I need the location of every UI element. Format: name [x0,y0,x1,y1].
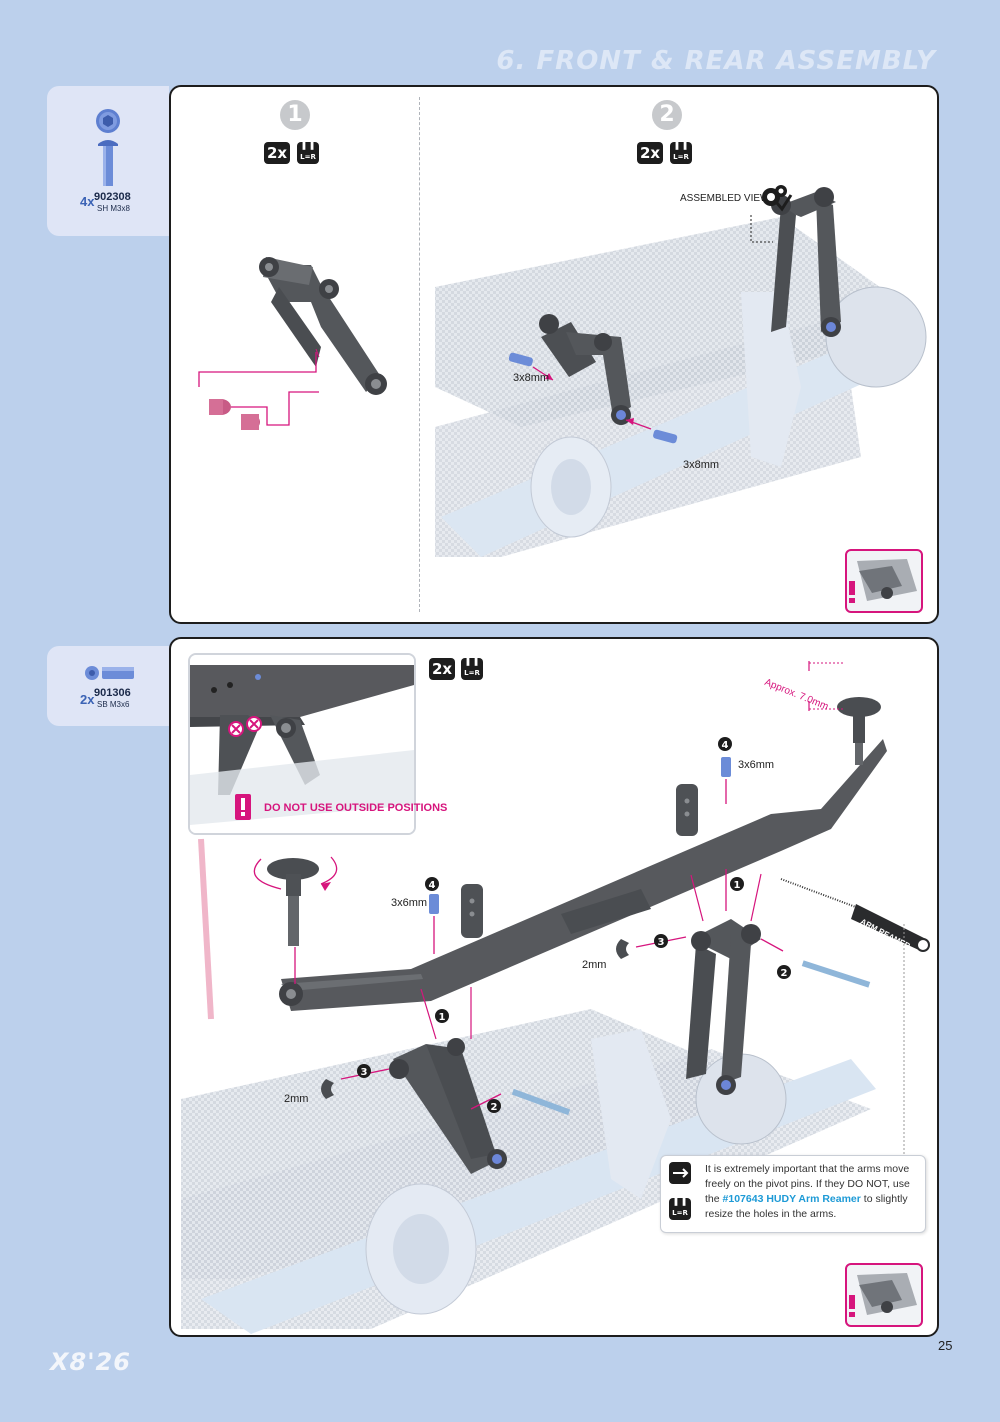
screw-size-label: 3x8mm [513,372,550,384]
svg-text:4: 4 [722,740,729,751]
parts-qty: 4x [80,194,95,209]
step2-drawing [435,187,927,557]
note-box: ▌▐L=R It is extremely important that the… [660,1155,926,1233]
quantity-badge: 2x [429,658,456,680]
left-right-icon: ▌▐L=R [461,658,483,680]
part-desc: SB M3x6 [97,700,130,709]
assembled-view-label: ASSEMBLED VIEW [680,193,770,204]
step-number-1: 1 [280,100,310,130]
part-number: 902308 [94,191,131,203]
svg-text:3: 3 [361,1067,368,1078]
callout-4-left: 4 [425,877,439,891]
svg-text:4: 4 [429,880,436,891]
callout-1-right: 1 [730,877,744,891]
inset-drawing [190,655,414,833]
svg-text:2: 2 [491,1102,498,1113]
step-number-2: 2 [652,100,682,130]
page-number: 25 [938,1338,953,1353]
callout-3-left: 3 [357,1064,371,1078]
note-text: It is extremely important that the arms … [705,1163,910,1220]
tool-reference: #107643 HUDY Arm Reamer [722,1193,861,1205]
section-title: 6. FRONT & REAR ASSEMBLY [496,46,936,76]
callout-2-left: 2 [487,1099,501,1113]
svg-text:2: 2 [781,968,788,979]
reamer-icon [669,1162,691,1184]
washer-icon [85,666,99,680]
svg-text:1: 1 [734,880,741,891]
screw-size-label: 3x6mm [391,897,428,909]
screw-size-label: 3x8mm [683,459,720,471]
caution-thumbnail [845,1263,923,1327]
warning-text: DO NOT USE OUTSIDE POSITIONS [264,802,448,814]
parts-box-top: 4x 902308 SH M3x8 [47,86,169,236]
left-right-icon: ▌▐L=R [297,142,319,164]
quantity-badge: 2x [264,142,291,164]
callout-1-left: 1 [435,1009,449,1023]
screw-size-label: 3x6mm [738,759,775,771]
part-desc: SH M3x8 [97,204,130,213]
warning-inset [188,653,416,835]
callout-4-right: 4 [718,737,732,751]
clip-size-label: 2mm [582,959,607,971]
part-number: 901306 [94,687,131,699]
parts-qty: 2x [80,692,95,707]
svg-text:3: 3 [658,937,665,948]
left-right-icon: ▌▐L=R [670,142,692,164]
model-logo: X8'26 [50,1348,131,1376]
screw-head-icon [96,109,120,133]
left-right-icon: ▌▐L=R [669,1198,691,1220]
step-panel-1: 1 2x ▌▐L=R 2 2x ▌▐L=R [169,85,939,624]
assembly-drawing [181,661,930,1334]
callout-3-right: 3 [654,934,668,948]
parts-box-bottom: 2x 901306 SB M3x6 [47,646,169,726]
callout-2-right: 2 [777,965,791,979]
quantity-badge: 2x [637,142,664,164]
assembled-view-icon [762,185,793,212]
clip-size-label: 2mm [284,1093,309,1105]
screw-icon [98,140,118,186]
svg-text:1: 1 [439,1012,446,1023]
spacer-icon [102,667,134,679]
caution-thumbnail [845,549,923,613]
step-divider [419,97,420,612]
step1-drawing [198,257,387,430]
